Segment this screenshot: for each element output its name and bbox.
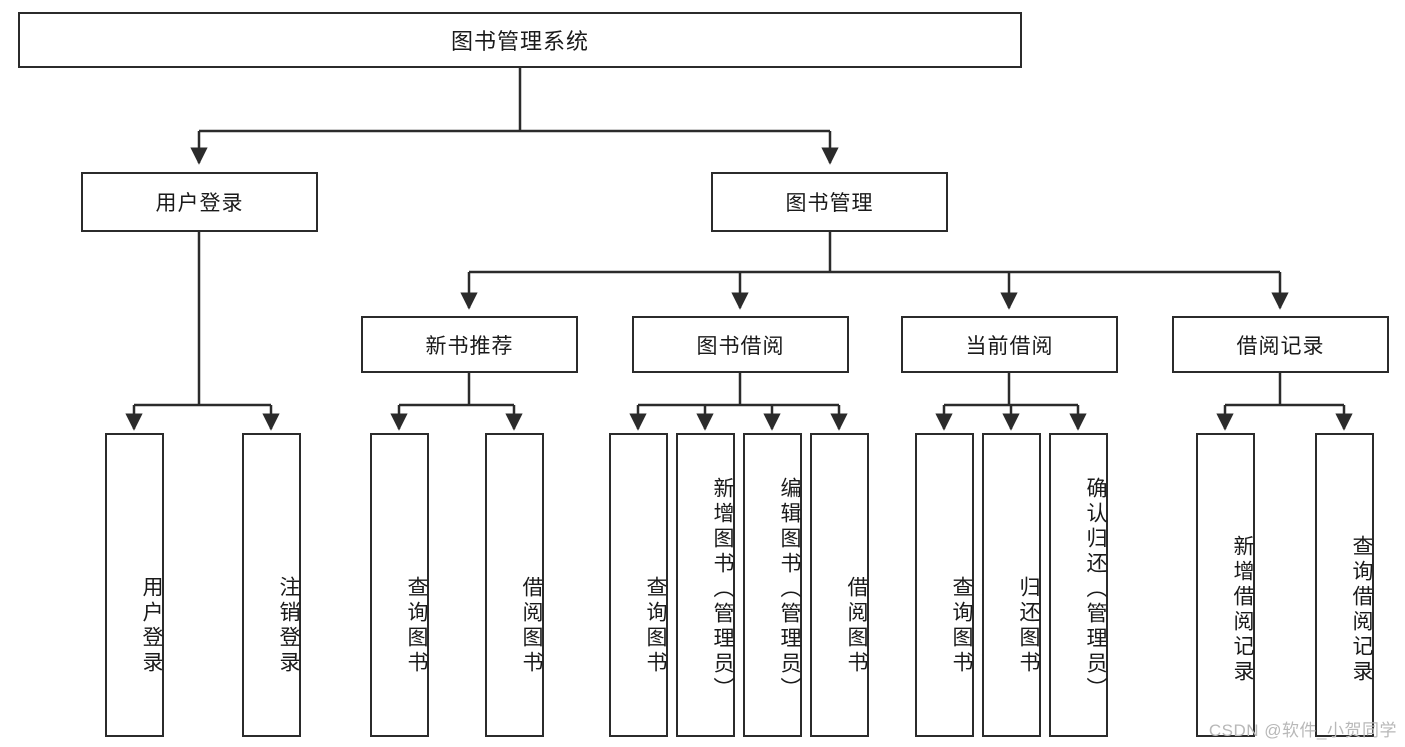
node-label: 新增借阅记录 [1231,535,1254,685]
node-label: 用户登录 [140,576,163,676]
node-label: 新增图书（管理员） [711,476,734,702]
node-label: 查询图书 [644,576,667,676]
node-label: 查询图书 [405,576,428,676]
node-root-system[interactable]: 图书管理系统 [18,12,1022,68]
node-book-borrow[interactable]: 图书借阅 [632,316,849,373]
node-label: 查询借阅记录 [1350,535,1373,685]
leaf-current-confirm-return-admin[interactable]: 确认归还（管理员） [1049,433,1108,737]
leaf-user-login-logout[interactable]: 注销登录 [242,433,301,737]
leaf-borrow-add-book-admin[interactable]: 新增图书（管理员） [676,433,735,737]
node-label: 当前借阅 [965,334,1054,358]
leaf-new-book-borrow[interactable]: 借阅图书 [485,433,544,737]
node-label: 借阅记录 [1236,334,1325,358]
leaf-current-query-book[interactable]: 查询图书 [915,433,974,737]
node-label: 图书管理系统 [450,29,589,54]
node-label: 注销登录 [277,576,300,676]
node-label: 用户登录 [155,192,244,215]
node-label: 图书借阅 [696,334,785,358]
node-label: 借阅图书 [520,576,543,676]
leaf-current-return-book[interactable]: 归还图书 [982,433,1041,737]
leaf-new-book-query[interactable]: 查询图书 [370,433,429,737]
watermark-text: CSDN @软件_小贺同学 [1208,721,1397,740]
leaf-record-query-record[interactable]: 查询借阅记录 [1315,433,1374,737]
node-book-management[interactable]: 图书管理 [711,172,948,232]
node-label: 图书管理 [785,192,874,215]
node-label: 查询图书 [950,576,973,676]
leaf-record-add-record[interactable]: 新增借阅记录 [1196,433,1255,737]
node-user-login[interactable]: 用户登录 [81,172,318,232]
node-borrow-record[interactable]: 借阅记录 [1172,316,1389,373]
node-current-borrow[interactable]: 当前借阅 [901,316,1118,373]
leaf-user-login-signin[interactable]: 用户登录 [105,433,164,737]
leaf-borrow-edit-book-admin[interactable]: 编辑图书（管理员） [743,433,802,737]
leaf-borrow-borrow-book[interactable]: 借阅图书 [810,433,869,737]
leaf-borrow-query-book[interactable]: 查询图书 [609,433,668,737]
node-label: 确认归还（管理员） [1084,476,1107,702]
node-label: 归还图书 [1017,576,1040,676]
node-label: 新书推荐 [425,334,514,358]
node-new-book-recommend[interactable]: 新书推荐 [361,316,578,373]
node-label: 编辑图书（管理员） [778,476,801,702]
node-label: 借阅图书 [845,576,868,676]
